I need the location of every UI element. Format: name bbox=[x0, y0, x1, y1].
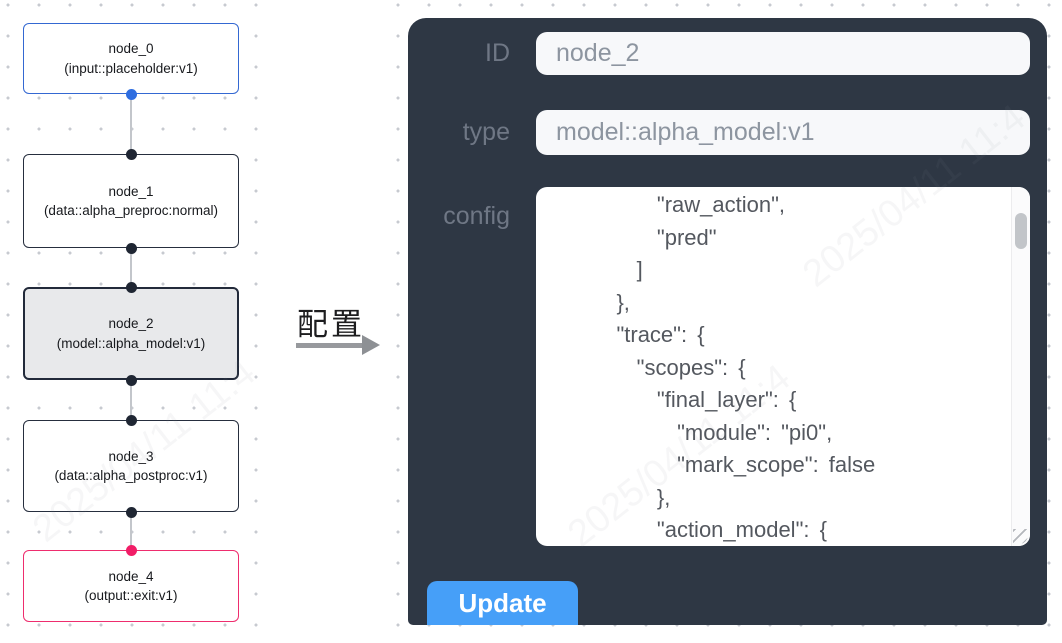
configure-annotation-label: 配置 bbox=[297, 307, 365, 342]
node-subtitle: (data::alpha_preproc:normal) bbox=[43, 203, 219, 218]
config-json-content[interactable]: "raw_action", "pred" ] }, "trace": { "sc… bbox=[616, 192, 876, 542]
port-node_4-in[interactable] bbox=[126, 545, 137, 556]
update-button[interactable]: Update bbox=[427, 581, 578, 625]
node-subtitle: (input::placeholder:v1) bbox=[64, 60, 198, 76]
node-config-panel: ID type config "raw_action", "pred" ] },… bbox=[408, 18, 1047, 625]
id-input[interactable] bbox=[536, 32, 1030, 75]
node-subtitle: (model::alpha_model:v1) bbox=[56, 335, 206, 351]
scrollbar-track[interactable] bbox=[1011, 187, 1030, 546]
arrow-right-icon-head bbox=[362, 335, 380, 355]
port-node_1-out[interactable] bbox=[126, 243, 137, 254]
port-node_1-in[interactable] bbox=[126, 149, 137, 160]
node-title: node_3 bbox=[108, 448, 154, 464]
resize-grip-icon[interactable] bbox=[1013, 529, 1028, 544]
node-title: node_2 bbox=[108, 316, 154, 331]
node-subtitle: (output::exit:v1) bbox=[84, 588, 178, 603]
port-node_2-in[interactable] bbox=[126, 282, 137, 293]
node-title: node_1 bbox=[108, 183, 154, 199]
port-node_3-out[interactable] bbox=[126, 507, 137, 518]
node-title: node_0 bbox=[108, 41, 154, 56]
node-title: node_4 bbox=[108, 568, 154, 584]
type-input[interactable] bbox=[536, 110, 1030, 155]
arrow-right-icon bbox=[296, 343, 362, 348]
port-node_0-out[interactable] bbox=[126, 89, 137, 100]
node-subtitle: (data::alpha_postproc:v1) bbox=[54, 468, 208, 483]
id-field-label: ID bbox=[485, 39, 510, 67]
flow-node-node_2-selected[interactable]: node_2 (model::alpha_model:v1) bbox=[23, 287, 239, 380]
port-node_3-in[interactable] bbox=[126, 415, 137, 426]
scrollbar-thumb[interactable] bbox=[1015, 213, 1027, 249]
flow-node-node_1[interactable]: node_1 (data::alpha_preproc:normal) bbox=[23, 154, 239, 248]
flow-node-node_0[interactable]: node_0 (input::placeholder:v1) bbox=[23, 23, 239, 94]
config-field-label: config bbox=[443, 202, 510, 230]
flow-node-node_4[interactable]: node_4 (output::exit:v1) bbox=[23, 550, 239, 622]
port-node_2-out[interactable] bbox=[126, 375, 137, 386]
flow-node-node_3[interactable]: node_3 (data::alpha_postproc:v1) bbox=[23, 420, 239, 512]
type-field-label: type bbox=[462, 118, 510, 146]
config-textarea[interactable]: "raw_action", "pred" ] }, "trace": { "sc… bbox=[536, 187, 1030, 546]
